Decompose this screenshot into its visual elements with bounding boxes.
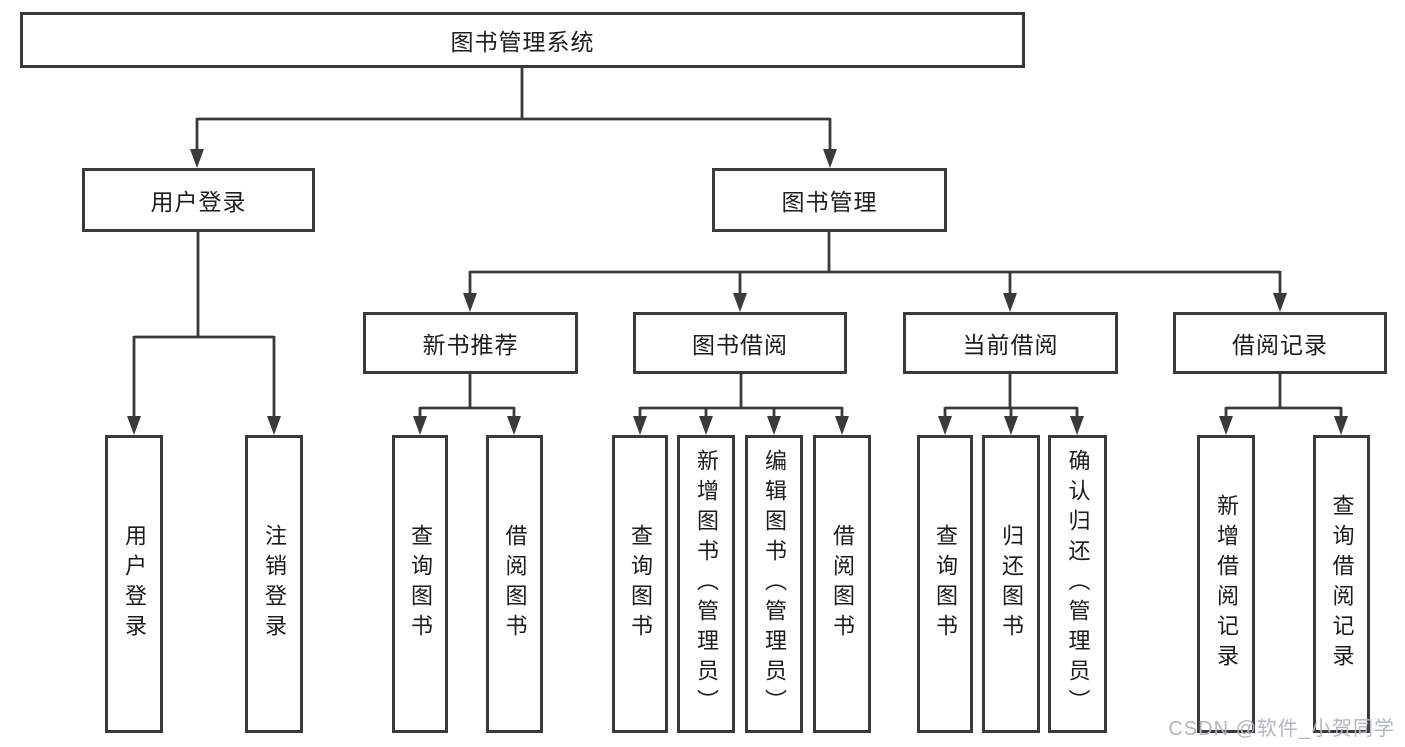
leaf-confirm-return-admin-label: 确认归还（管理员）	[1065, 449, 1091, 719]
leaf-logout: 注销登录	[245, 435, 303, 733]
node-borrowing-records: 借阅记录	[1173, 312, 1387, 374]
leaf-logout-label: 注销登录	[262, 524, 287, 644]
leaf-edit-books-admin-label: 编辑图书（管理员）	[762, 449, 787, 719]
node-root-library-system: 图书管理系统	[20, 12, 1025, 68]
node-borrowing-records-label: 借阅记录	[1232, 332, 1328, 358]
leaf-query-books-borrowing-label: 查询图书	[628, 524, 653, 644]
node-root-label: 图书管理系统	[450, 29, 595, 55]
node-current-borrowing-label: 当前借阅	[962, 332, 1059, 358]
node-book-management-label: 图书管理	[781, 189, 878, 215]
leaf-borrow-books-recommend: 借阅图书	[486, 435, 543, 733]
node-current-borrowing: 当前借阅	[903, 312, 1118, 374]
leaf-borrow-books-recommend-label: 借阅图书	[502, 524, 528, 644]
node-user-login: 用户登录	[82, 168, 315, 232]
leaf-add-borrow-record-label: 新增借阅记录	[1214, 494, 1239, 674]
leaf-borrow-books-borrowing: 借阅图书	[813, 435, 871, 733]
leaf-confirm-return-admin: 确认归还（管理员）	[1048, 435, 1107, 733]
leaf-add-books-admin: 新增图书（管理员）	[677, 435, 735, 733]
node-user-login-label: 用户登录	[150, 189, 247, 215]
node-new-book-recommend-label: 新书推荐	[422, 332, 519, 358]
leaf-query-books-borrowing: 查询图书	[612, 435, 668, 733]
leaf-user-login-label: 用户登录	[122, 524, 147, 644]
leaf-borrow-books-borrowing-label: 借阅图书	[830, 524, 855, 644]
node-book-management: 图书管理	[712, 168, 947, 232]
leaf-query-borrow-record-label: 查询借阅记录	[1329, 494, 1355, 674]
leaf-query-books-recommend-label: 查询图书	[408, 524, 433, 644]
arrowheads	[127, 149, 1348, 435]
leaf-query-books-current: 查询图书	[917, 435, 973, 733]
leaf-query-borrow-record: 查询借阅记录	[1313, 435, 1370, 733]
node-new-book-recommend: 新书推荐	[363, 312, 578, 374]
leaf-query-books-recommend: 查询图书	[392, 435, 448, 733]
leaf-return-books: 归还图书	[982, 435, 1040, 733]
node-book-borrowing-label: 图书借阅	[692, 332, 788, 358]
csdn-watermark: CSDN @软件_小贺同学	[1168, 718, 1395, 740]
leaf-query-books-current-label: 查询图书	[933, 524, 958, 644]
leaf-add-borrow-record: 新增借阅记录	[1197, 435, 1255, 733]
leaf-edit-books-admin: 编辑图书（管理员）	[745, 435, 803, 733]
node-book-borrowing: 图书借阅	[633, 312, 847, 374]
leaf-add-books-admin-label: 新增图书（管理员）	[694, 449, 719, 719]
leaf-return-books-label: 归还图书	[999, 524, 1024, 644]
leaf-user-login: 用户登录	[105, 435, 163, 733]
